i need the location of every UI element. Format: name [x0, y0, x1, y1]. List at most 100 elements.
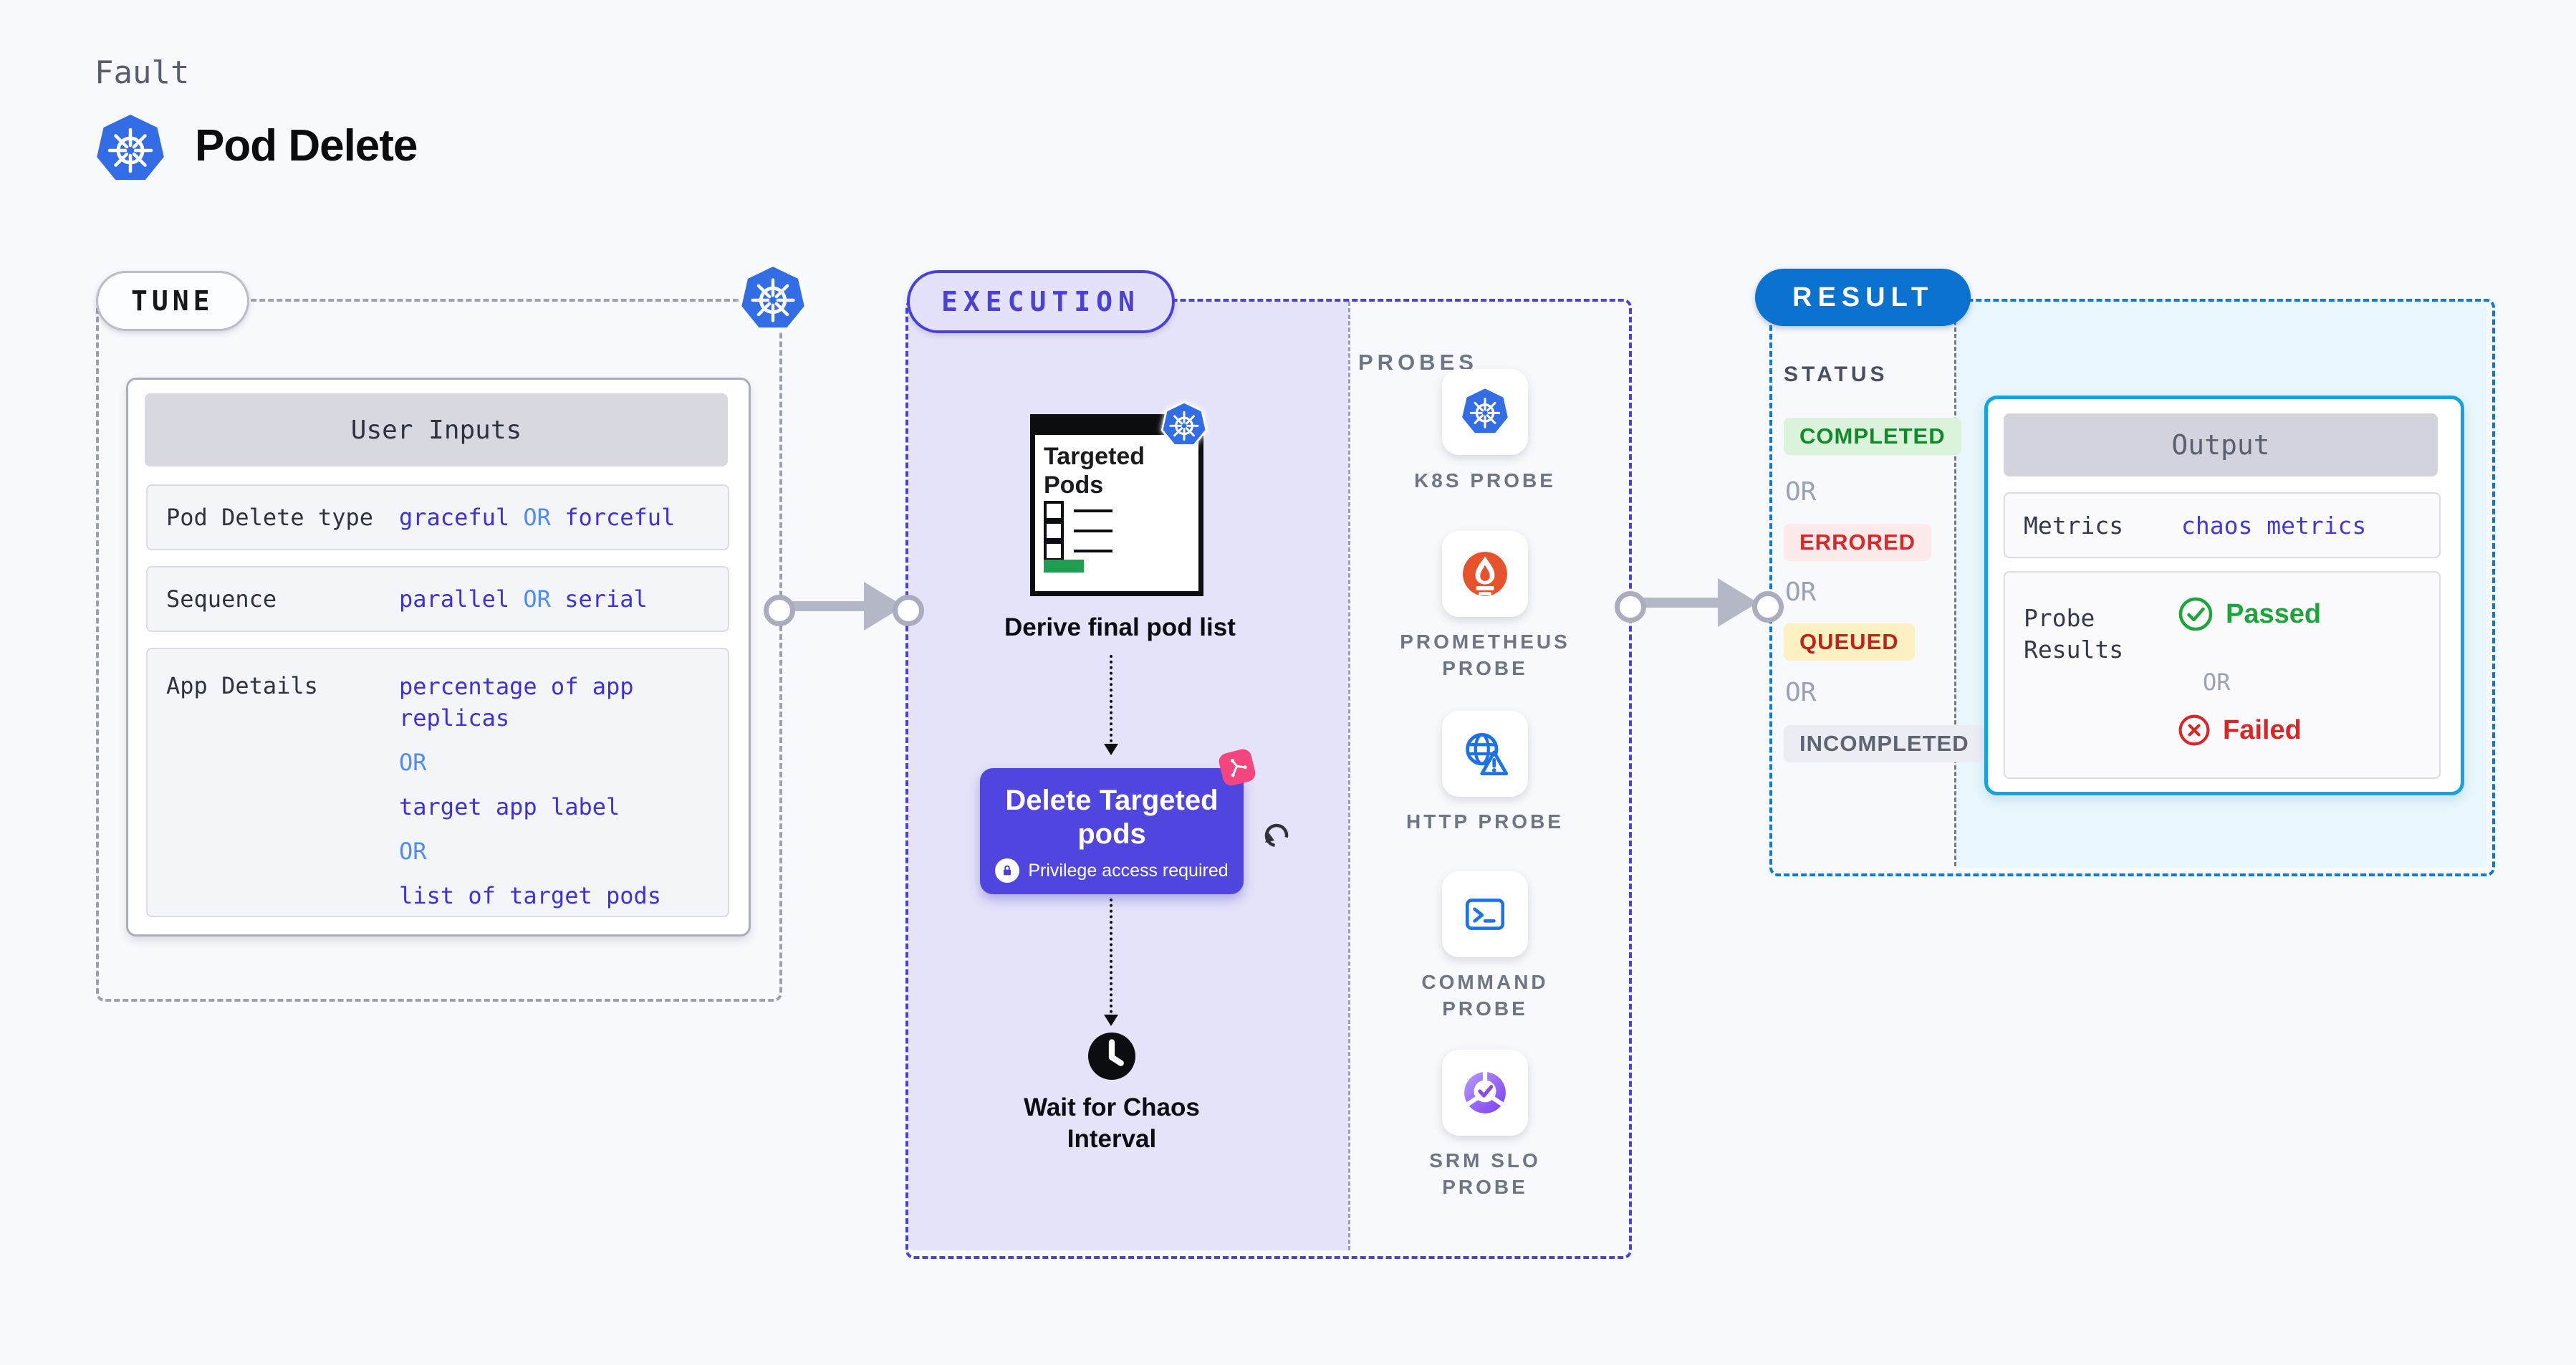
value-option: target app label [399, 793, 620, 820]
value-option: graceful [399, 504, 510, 531]
value-option: parallel [399, 585, 510, 613]
metrics-label: Metrics [2024, 511, 2124, 540]
or-separator: OR [399, 749, 427, 776]
row-label: Sequence [166, 585, 277, 613]
or-separator: OR [523, 585, 551, 613]
page-title: Pod Delete [195, 121, 418, 171]
probe-card-srm-slo [1442, 1050, 1528, 1136]
dotted-connector [1110, 899, 1112, 1013]
dotted-connector [1110, 655, 1112, 742]
status-badge-completed: COMPLETED [1784, 418, 1961, 455]
x-circle-icon [2178, 714, 2210, 746]
execution-section [905, 299, 1632, 1259]
value-option: forceful [564, 504, 676, 531]
probe-card-http [1442, 711, 1528, 797]
output-card: Output Metrics chaos metrics Probe Resul… [1984, 396, 2464, 795]
slo-donut-check-icon [1464, 1072, 1506, 1113]
metrics-row: Metrics chaos metrics [2004, 492, 2441, 558]
input-row-app-details: App Details percentage of app replicas O… [146, 648, 729, 917]
status-badge-incompleted: INCOMPLETED [1784, 725, 1985, 762]
checkbox-icon [1044, 521, 1064, 541]
derive-final-pod-list-label: Derive final pod list [1004, 613, 1236, 641]
row-label: Pod Delete type [166, 504, 373, 531]
clock-icon [1088, 1033, 1135, 1080]
status-output-divider [1954, 302, 1956, 866]
probe-card-command [1442, 871, 1528, 957]
or-separator: OR [399, 838, 427, 865]
list-line [1074, 550, 1112, 552]
list-line [1074, 509, 1112, 512]
or-separator: OR [523, 504, 551, 531]
lock-icon [995, 858, 1020, 883]
value-option: serial [564, 585, 648, 613]
metrics-value: chaos metrics [2181, 511, 2367, 540]
tune-section [96, 299, 782, 1002]
input-row-sequence: Sequence parallel OR serial [146, 566, 729, 632]
probes-divider [1348, 302, 1350, 1250]
step-title: Delete Targeted pods [1005, 785, 1219, 850]
status-title: STATUS [1784, 363, 1888, 386]
kubernetes-icon [97, 115, 164, 180]
retry-loop-icon [1264, 823, 1289, 848]
targeted-pods-label: Targeted Pods [1044, 443, 1145, 499]
dotted-arrow-head [1104, 744, 1118, 755]
check-circle-icon [2178, 597, 2213, 631]
chaos-icon [1217, 747, 1257, 787]
http-globe-warning-icon [1466, 733, 1509, 776]
wait-for-chaos-interval-label: Wait for Chaos Interval [1024, 1093, 1200, 1153]
privilege-note-text: Privilege access required [1028, 860, 1229, 881]
status-badge-queued: QUEUED [1784, 623, 1915, 661]
row-value: percentage of app replicas OR target app… [399, 649, 728, 916]
result-badge: RESULT [1755, 269, 1971, 326]
kubernetes-icon [1462, 388, 1508, 434]
prometheus-icon [1463, 552, 1507, 596]
probe-label: K8S PROBE [1414, 469, 1556, 492]
dotted-arrow-head [1104, 1015, 1118, 1026]
value-option: percentage of app replicas [399, 673, 634, 732]
or-separator: OR [1785, 678, 1817, 707]
result-section [1769, 299, 2495, 876]
probe-card-k8s [1442, 369, 1528, 455]
probe-label: COMMAND PROBE [1421, 971, 1549, 1020]
probe-results-label: Probe Results [2024, 604, 2124, 664]
input-row-pod-delete-type: Pod Delete type graceful OR forceful [146, 484, 729, 550]
output-title: Output [2004, 413, 2438, 476]
row-value: graceful OR forceful [399, 502, 728, 533]
connector-port [1615, 591, 1646, 623]
checkbox-icon [1044, 541, 1064, 561]
checkbox-icon [1044, 501, 1064, 521]
checklist-row [1044, 521, 1112, 541]
flow-arrow-head [1718, 578, 1758, 627]
kubernetes-icon [739, 263, 807, 331]
connector-port [893, 595, 924, 626]
row-label: App Details [166, 672, 318, 699]
delete-targeted-pods-step: Delete Targeted pods Privilege access re… [980, 768, 1244, 894]
failed-text: Failed [2223, 714, 2302, 745]
privilege-note: Privilege access required [980, 858, 1244, 883]
kubernetes-icon [1160, 401, 1208, 446]
passed-result: Passed [2177, 595, 2321, 633]
checklist-row [1044, 501, 1112, 521]
connector-port [1752, 591, 1784, 623]
probe-label: PROMETHEUS PROBE [1400, 631, 1570, 679]
value-option: list of target pods [399, 882, 662, 909]
probe-results-row: Probe Results Passed OR Failed [2004, 571, 2441, 779]
row-value: parallel OR serial [399, 583, 728, 615]
or-separator: OR [1785, 477, 1817, 507]
connector-port [764, 595, 795, 626]
progress-bar [1044, 560, 1084, 573]
probe-card-prometheus [1442, 531, 1528, 617]
checklist-row [1044, 541, 1112, 561]
user-inputs-title: User Inputs [145, 393, 728, 466]
tune-badge: TUNE [96, 271, 249, 331]
fault-kicker: Fault [95, 54, 190, 91]
probe-label: SRM SLO PROBE [1429, 1149, 1541, 1198]
failed-result: Failed [2177, 713, 2302, 747]
flow-arrow-shaft [775, 601, 868, 611]
flow-arrow-shaft [1626, 598, 1719, 608]
or-separator: OR [1785, 578, 1817, 607]
probe-label: HTTP PROBE [1406, 810, 1564, 833]
or-separator: OR [2203, 669, 2231, 696]
execution-badge: EXECUTION [907, 270, 1175, 333]
